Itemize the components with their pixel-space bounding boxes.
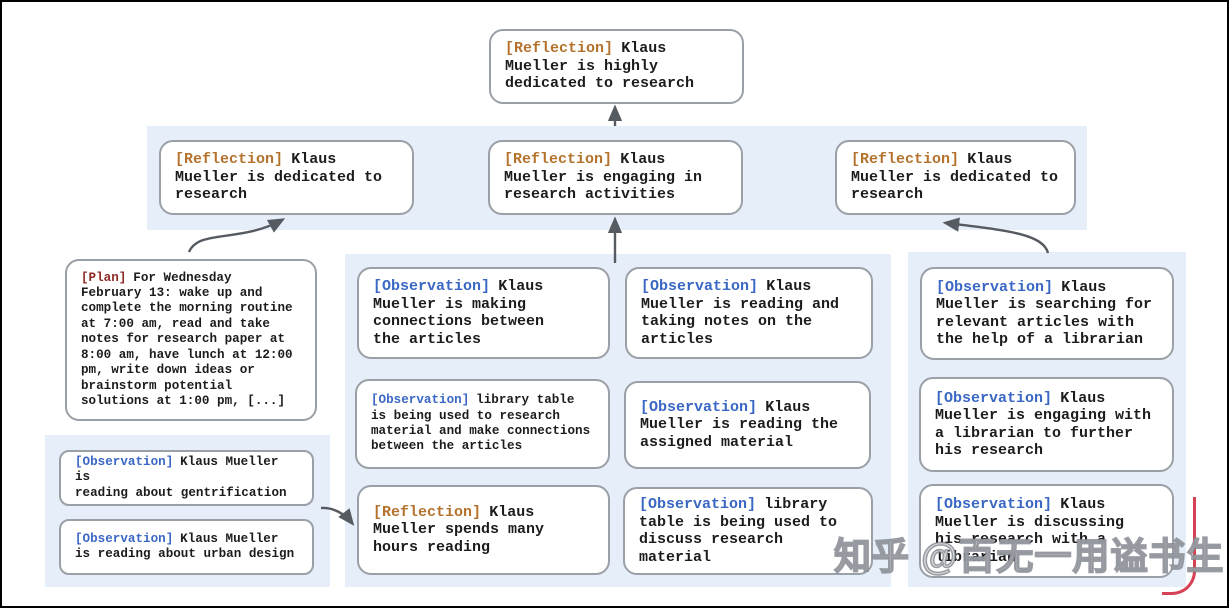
node-text: Klaus Mueller is making connections betw… xyxy=(373,278,545,348)
node-obs-taking-notes: [Observation]Klaus Mueller is reading an… xyxy=(625,267,873,359)
node-obs-librarian-engage: [Observation]Klaus Mueller is engaging w… xyxy=(919,377,1174,472)
node-text: Klaus Mueller is dedicated to research xyxy=(851,151,1059,204)
node-obs-gentrification: [Observation]Klaus Mueller is reading ab… xyxy=(59,450,314,506)
node-obs-assigned: [Observation]Klaus Mueller is reading th… xyxy=(624,381,871,469)
observation-tag: [Observation] xyxy=(935,389,1053,407)
node-plan: [Plan]For Wednesday February 13: wake up… xyxy=(65,259,317,421)
red-line-annotation xyxy=(1162,497,1196,595)
observation-tag: [Observation] xyxy=(373,278,491,295)
node-text: Klaus Mueller is discussing his research… xyxy=(935,496,1125,566)
observation-tag: [Observation] xyxy=(640,398,758,416)
node-text: Klaus Mueller is reading about gentrific… xyxy=(75,454,287,500)
plan-tag: [Plan] xyxy=(81,270,127,285)
observation-tag: [Observation] xyxy=(371,393,470,408)
observation-tag: [Observation] xyxy=(936,278,1054,296)
node-top-reflection: [Reflection]Klaus Mueller is highly dedi… xyxy=(489,29,744,104)
reflection-tag: [Reflection] xyxy=(175,151,284,169)
reflection-tag: [Reflection] xyxy=(504,151,613,169)
node-text: Klaus Mueller is engaging with a librari… xyxy=(935,389,1152,460)
node-obs-library-discuss: [Observation]library table is being used… xyxy=(623,487,873,575)
node-text: library table is being used to discuss r… xyxy=(639,496,838,566)
reflection-tag: [Reflection] xyxy=(373,503,482,521)
node-obs-library-research: [Observation]library table is being used… xyxy=(355,379,610,469)
node-text: library table is being used to research … xyxy=(371,393,591,454)
node-text: Klaus Mueller is reading the assigned ma… xyxy=(640,398,839,451)
node-reflection-hours: [Reflection]Klaus Mueller spends many ho… xyxy=(357,485,610,575)
node-reflection-right: [Reflection]Klaus Mueller is dedicated t… xyxy=(835,140,1076,215)
node-text: For Wednesday February 13: wake up and c… xyxy=(81,270,293,408)
node-reflection-left: [Reflection]Klaus Mueller is dedicated t… xyxy=(159,140,414,215)
reflection-tag: [Reflection] xyxy=(505,40,614,58)
reflection-tag: [Reflection] xyxy=(851,151,960,169)
observation-tag: [Observation] xyxy=(935,496,1053,513)
node-reflection-middle: [Reflection]Klaus Mueller is engaging in… xyxy=(488,140,743,215)
node-text: Klaus Mueller is reading and taking note… xyxy=(641,278,840,348)
node-obs-librarian-discuss: [Observation]Klaus Mueller is discussing… xyxy=(919,484,1174,578)
node-text: Klaus Mueller is highly dedicated to res… xyxy=(505,40,695,93)
observation-tag: [Observation] xyxy=(639,496,757,513)
observation-tag: [Observation] xyxy=(641,278,759,295)
observation-tag: [Observation] xyxy=(75,454,174,469)
node-text: Klaus Mueller is dedicated to research xyxy=(175,151,383,204)
zhihu-watermark: 知乎 @百无一用谥书生 xyxy=(833,535,1225,578)
node-text: Klaus Mueller is searching for relevant … xyxy=(936,278,1153,349)
node-obs-searching: [Observation]Klaus Mueller is searching … xyxy=(920,267,1174,360)
node-obs-urban-design: [Observation]Klaus Mueller is reading ab… xyxy=(59,519,314,575)
node-text: Klaus Mueller is engaging in research ac… xyxy=(504,151,703,204)
observation-tag: [Observation] xyxy=(75,531,174,546)
node-text: Klaus Mueller spends many hours reading xyxy=(373,503,545,556)
node-text: Klaus Mueller is reading about urban des… xyxy=(75,531,295,561)
node-obs-connections: [Observation]Klaus Mueller is making con… xyxy=(357,267,610,359)
